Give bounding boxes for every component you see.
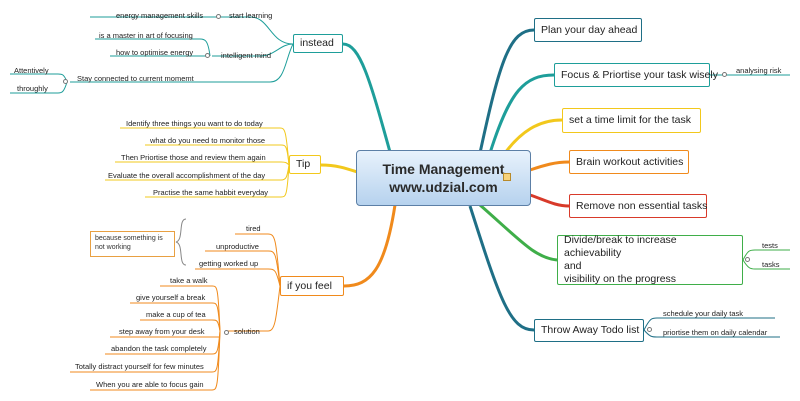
tip-item[interactable]: what do you need to monitor those — [150, 136, 266, 145]
feeling-item[interactable]: tired — [246, 224, 261, 233]
node-master-focusing[interactable]: is a master in art of focusing — [99, 31, 193, 40]
node-start-learning[interactable]: start learning — [229, 11, 273, 20]
topic-throw-away-todo[interactable]: Throw Away Todo list — [534, 319, 644, 342]
solution-item[interactable]: give yourself a break — [136, 293, 206, 302]
feeling-item[interactable]: unproductive — [216, 242, 259, 251]
central-subtitle: www.udzial.com — [389, 179, 498, 195]
collapse-toggle-icon[interactable] — [647, 327, 652, 332]
node-analysing-risk[interactable]: analysing risk — [736, 66, 782, 75]
collapse-toggle-icon[interactable] — [722, 72, 727, 77]
topic-tip[interactable]: Tip — [289, 155, 321, 174]
note-icon[interactable] — [503, 173, 511, 181]
topic-divide-break[interactable]: Divide/break to increase achievability a… — [557, 234, 743, 285]
collapse-toggle-icon[interactable] — [205, 53, 210, 58]
collapse-toggle-icon[interactable] — [216, 14, 221, 19]
divide-line-3: visibility on the progress — [564, 273, 677, 285]
solution-item[interactable]: abandon the task completely — [111, 344, 207, 353]
node-schedule-daily-task[interactable]: schedule your daily task — [663, 309, 744, 318]
node-throughly[interactable]: throughly — [17, 84, 48, 93]
topic-plan-day[interactable]: Plan your day ahead — [534, 18, 642, 42]
collapse-toggle-icon[interactable] — [224, 330, 229, 335]
tip-item[interactable]: Identify three things you want to do tod… — [126, 119, 263, 128]
node-tasks[interactable]: tasks — [762, 260, 780, 269]
collapse-toggle-icon[interactable] — [63, 79, 68, 84]
feeling-item[interactable]: getting worked up — [199, 259, 259, 268]
solution-item[interactable]: Totally distract yourself for few minute… — [75, 362, 204, 371]
solution-item[interactable]: take a walk — [170, 276, 208, 285]
topic-time-limit[interactable]: set a time limit for the task — [562, 108, 701, 133]
node-attentively[interactable]: Attentively — [14, 66, 49, 75]
solution-item[interactable]: make a cup of tea — [146, 310, 206, 319]
topic-brain-workout[interactable]: Brain workout activities — [569, 150, 689, 174]
tip-item[interactable]: Practise the same habbit everyday — [153, 188, 269, 197]
solution-item[interactable]: When you are able to focus gain — [96, 380, 204, 389]
topic-remove-tasks[interactable]: Remove non essential tasks — [569, 194, 707, 218]
tip-item[interactable]: Evaluate the overall accomplishment of t… — [108, 171, 266, 180]
solution-item[interactable]: step away from your desk — [119, 327, 205, 336]
tip-item[interactable]: Then Priortise those and review them aga… — [121, 153, 266, 162]
divide-line-1: Divide/break to increase achievability — [564, 234, 677, 259]
node-energy-management-skills[interactable]: energy management skills — [116, 11, 204, 20]
central-topic[interactable]: Time Management www.udzial.com — [356, 150, 531, 206]
collapse-toggle-icon[interactable] — [745, 257, 750, 262]
node-tests[interactable]: tests — [762, 241, 778, 250]
divide-line-2: and — [564, 260, 582, 272]
node-intelligent-mind[interactable]: intelligent mind — [221, 51, 272, 60]
topic-instead[interactable]: instead — [293, 34, 343, 53]
callout-note[interactable]: because something is not working — [90, 231, 175, 257]
topic-if-you-feel[interactable]: if you feel — [280, 276, 344, 296]
node-priortise-calendar[interactable]: priortise them on daily calendar — [663, 328, 768, 337]
topic-focus-priortise[interactable]: Focus & Priortise your task wisely — [554, 63, 718, 87]
node-solution[interactable]: solution — [234, 327, 260, 336]
node-optimise-energy[interactable]: how to optimise energy — [116, 48, 194, 57]
node-stay-connected[interactable]: Stay connected to current momemt — [77, 74, 194, 83]
central-title: Time Management — [382, 161, 505, 177]
